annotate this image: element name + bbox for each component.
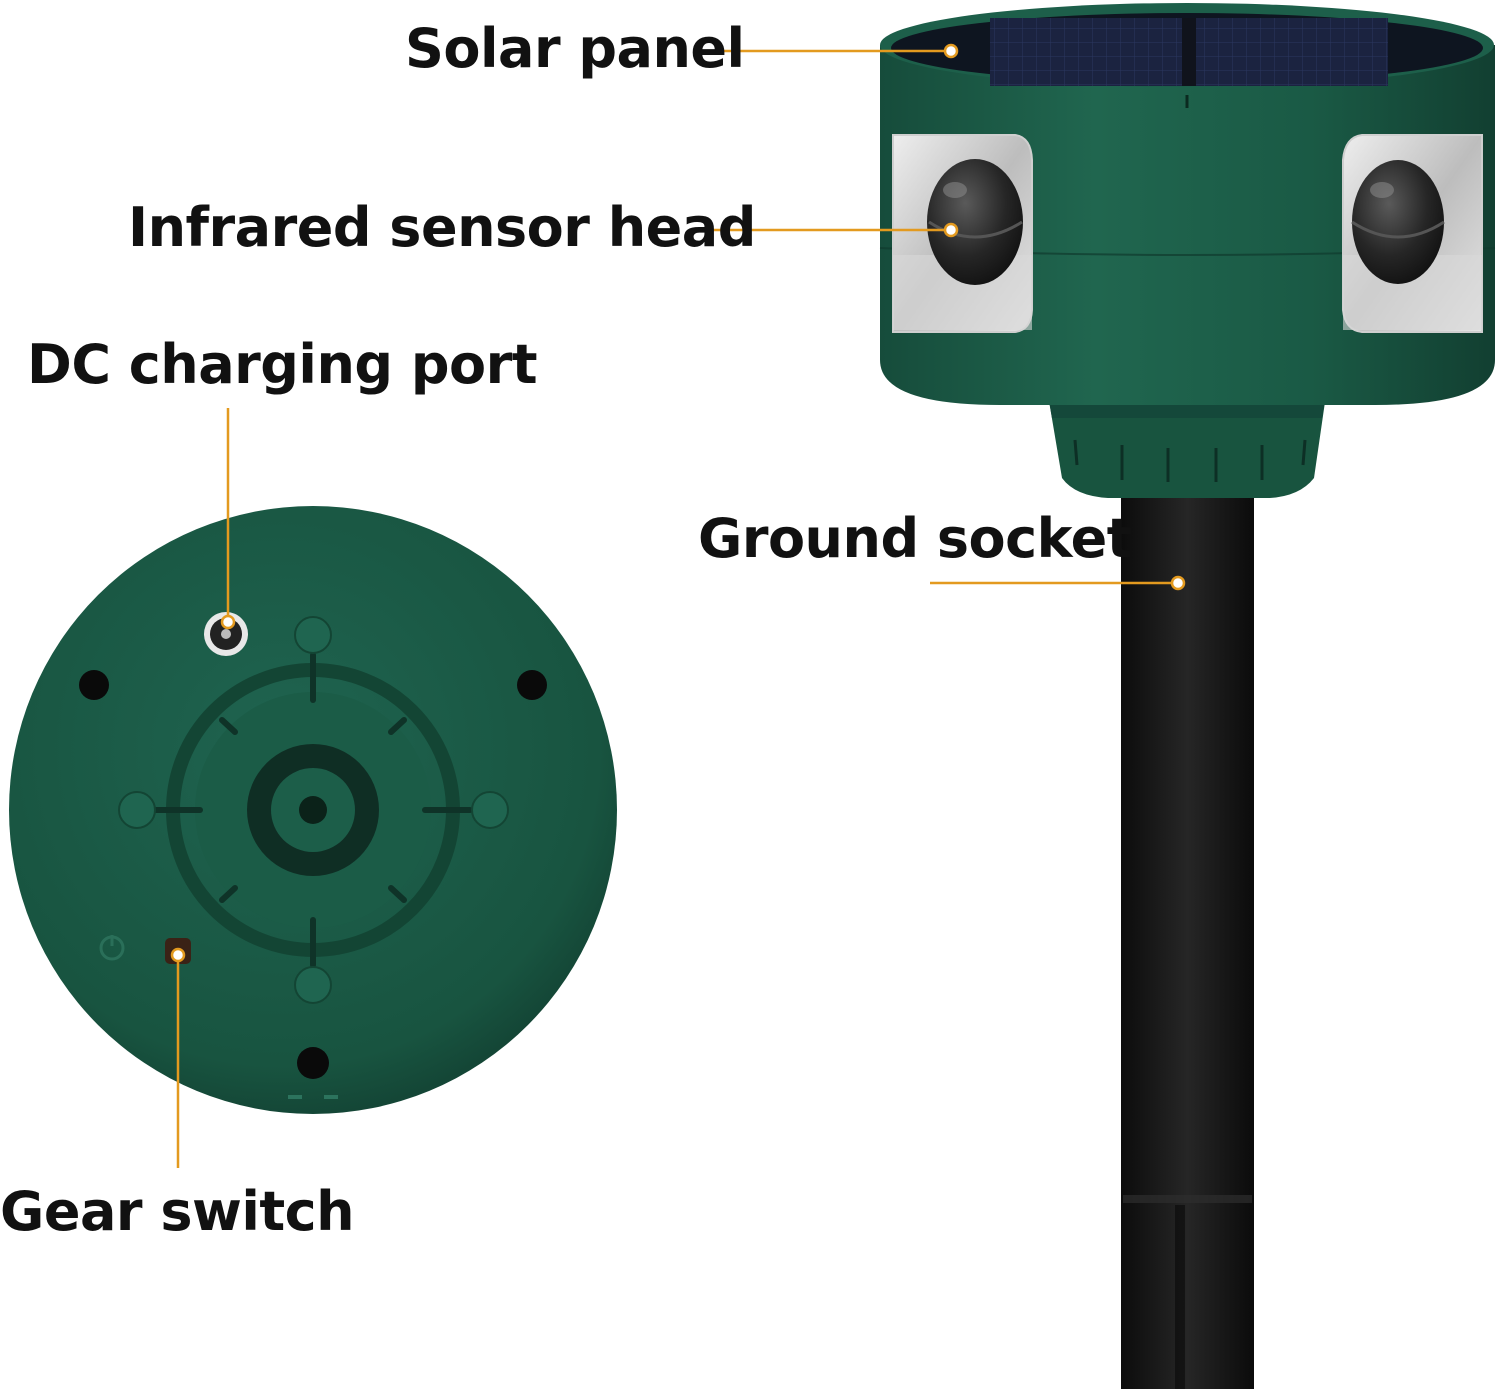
leader-dots (170, 43, 1186, 963)
device-body (879, 3, 1496, 405)
infrared-sensor-left (892, 134, 1033, 333)
label-solar-panel: Solar panel (405, 17, 745, 80)
label-infrared-sensor-head: Infrared sensor head (128, 196, 756, 259)
socket-collar (1048, 395, 1326, 498)
label-gear-switch: Gear switch (0, 1180, 355, 1243)
infrared-sensor-right (1342, 134, 1483, 333)
label-ground-socket: Ground socket (698, 507, 1133, 570)
solar-panel-cells (990, 18, 1388, 86)
label-dc-charging-port: DC charging port (27, 333, 538, 396)
leader-lines (176, 49, 1172, 1168)
ground-stake (1121, 495, 1254, 1389)
bottom-view-disc (9, 506, 617, 1114)
